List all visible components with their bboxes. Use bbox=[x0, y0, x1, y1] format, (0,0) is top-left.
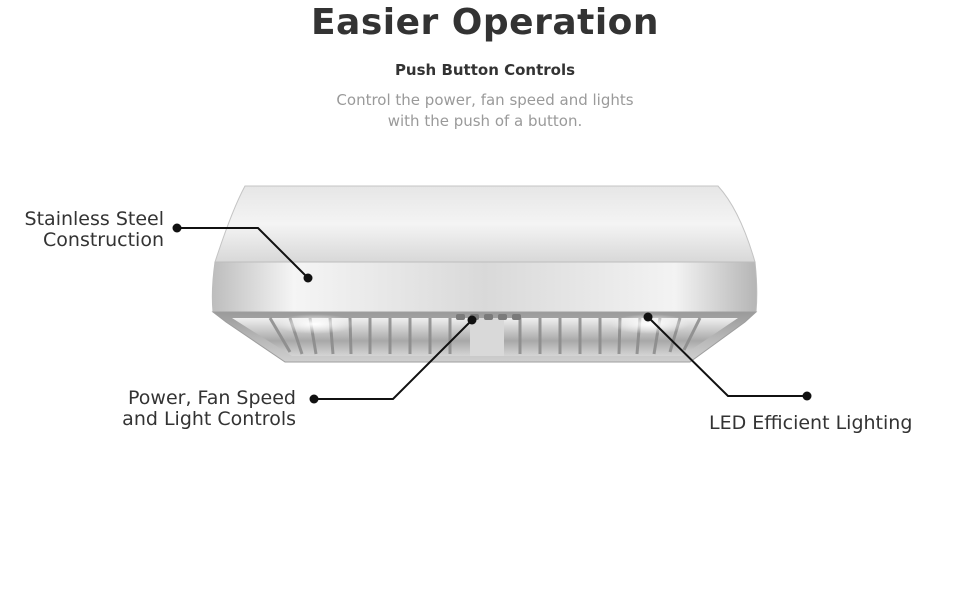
callout-led-lighting: LED Efficient Lighting bbox=[709, 413, 912, 434]
led-target-dot bbox=[643, 312, 653, 322]
feature-description: Control the power, fan speed and lights … bbox=[0, 90, 970, 132]
button-extra bbox=[512, 314, 521, 320]
page-title: Easier Operation bbox=[310, 2, 660, 43]
callout-stainless-line-1: Stainless Steel bbox=[24, 208, 164, 230]
callout-stainless-line-2: Construction bbox=[43, 229, 164, 251]
button-fan-high bbox=[484, 314, 493, 320]
controls-leader-dot bbox=[309, 394, 319, 404]
button-power bbox=[456, 314, 465, 320]
controls-leader-line bbox=[314, 319, 473, 400]
callout-stainless-steel: Stainless Steel Construction bbox=[25, 209, 164, 251]
controls-target-dot bbox=[467, 315, 477, 325]
description-line-1: Control the power, fan speed and lights bbox=[336, 91, 634, 109]
stainless-leader-line bbox=[177, 227, 309, 279]
stainless-leader-dot bbox=[172, 223, 182, 233]
callout-controls-line-1: Power, Fan Speed bbox=[128, 387, 296, 409]
button-light bbox=[498, 314, 507, 320]
section-subtitle: Push Button Controls bbox=[394, 61, 576, 79]
stainless-target-dot bbox=[303, 273, 313, 283]
callout-led-label: LED Efficient Lighting bbox=[709, 412, 913, 434]
led-leader-dot bbox=[802, 391, 812, 401]
description-line-2: with the push of a button. bbox=[387, 112, 583, 130]
callout-controls-line-2: and Light Controls bbox=[122, 408, 296, 430]
callout-controls: Power, Fan Speed and Light Controls bbox=[122, 388, 296, 430]
led-leader-line bbox=[647, 316, 807, 397]
